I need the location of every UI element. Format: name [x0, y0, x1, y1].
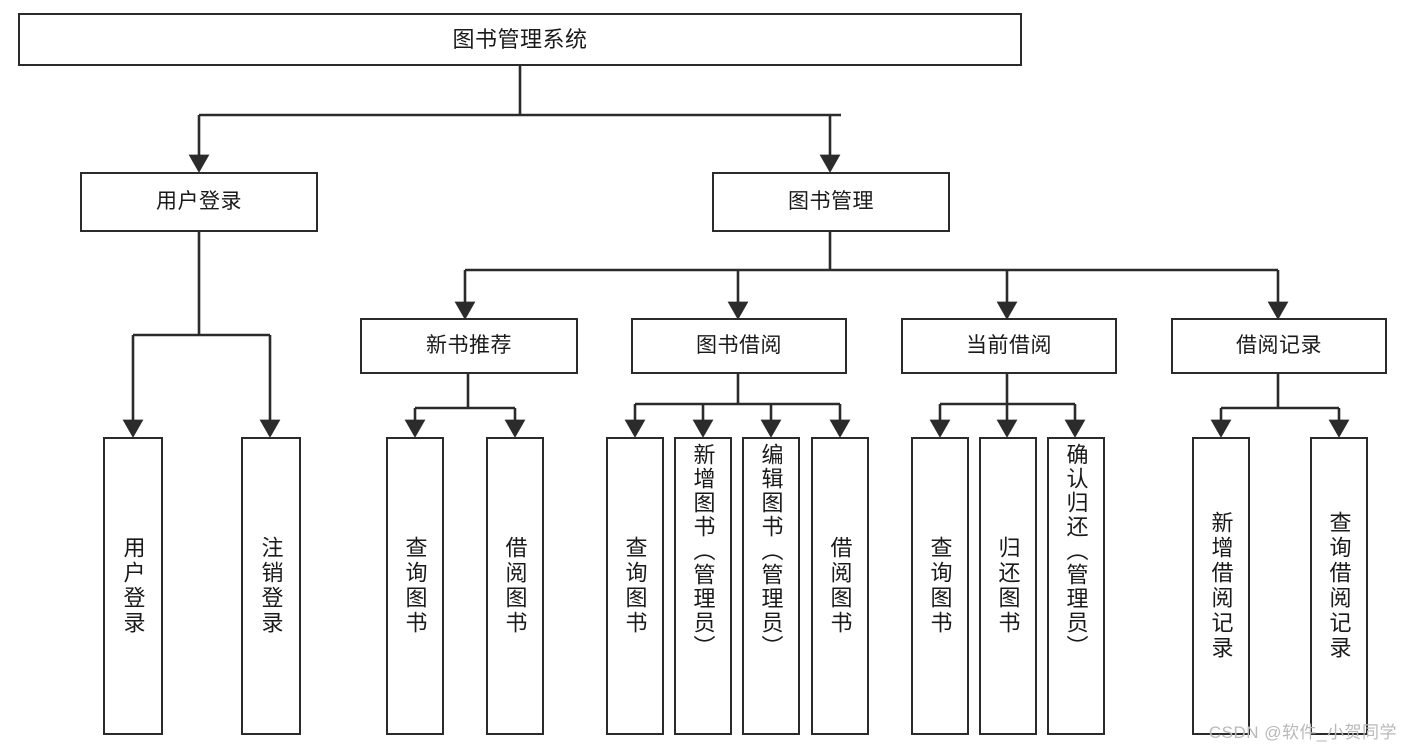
- node-label: 查询图书: [402, 536, 428, 636]
- node-label: 新增图书（管理员）: [690, 443, 716, 659]
- node-label: 用户登录: [120, 536, 146, 636]
- leaf-borrow-edit-book-admin[interactable]: 编辑图书（管理员）: [742, 437, 800, 735]
- leaf-borrow-add-book-admin[interactable]: 新增图书（管理员）: [674, 437, 732, 735]
- node-label: 图书管理系统: [452, 26, 588, 52]
- leaf-record-query-borrow-record[interactable]: 查询借阅记录: [1310, 437, 1368, 735]
- leaf-current-query-book[interactable]: 查询图书: [911, 437, 969, 735]
- node-label: 归还图书: [995, 536, 1021, 636]
- leaf-current-return-book[interactable]: 归还图书: [979, 437, 1037, 735]
- node-label: 用户登录: [156, 189, 242, 213]
- node-label: 编辑图书（管理员）: [758, 443, 784, 659]
- node-label: 查询图书: [622, 536, 648, 636]
- node-label: 图书管理: [788, 189, 874, 213]
- leaf-borrow-query-book[interactable]: 查询图书: [606, 437, 664, 735]
- node-borrow-record[interactable]: 借阅记录: [1171, 318, 1387, 374]
- node-label: 图书借阅: [696, 333, 782, 357]
- node-current-borrow[interactable]: 当前借阅: [901, 318, 1117, 374]
- node-label: 新增借阅记录: [1208, 511, 1234, 661]
- node-new-book-recommend[interactable]: 新书推荐: [360, 318, 578, 374]
- leaf-recommend-query-book[interactable]: 查询图书: [386, 437, 444, 735]
- leaf-borrow-borrow-book[interactable]: 借阅图书: [811, 437, 869, 735]
- node-label: 查询图书: [927, 536, 953, 636]
- node-label: 查询借阅记录: [1326, 511, 1352, 661]
- node-label: 确认归还（管理员）: [1063, 443, 1089, 659]
- leaf-record-add-borrow-record[interactable]: 新增借阅记录: [1192, 437, 1250, 735]
- node-label: 借阅记录: [1236, 333, 1322, 357]
- leaf-current-confirm-return-admin[interactable]: 确认归还（管理员）: [1047, 437, 1105, 735]
- node-book-borrow[interactable]: 图书借阅: [631, 318, 847, 374]
- node-label: 注销登录: [258, 536, 284, 636]
- node-label: 新书推荐: [426, 333, 512, 357]
- leaf-user-login[interactable]: 用户登录: [103, 437, 163, 735]
- watermark: CSDN @软件_小贺同学: [1208, 723, 1397, 742]
- node-label: 借阅图书: [502, 536, 528, 636]
- node-user-login[interactable]: 用户登录: [80, 172, 318, 232]
- node-root-system[interactable]: 图书管理系统: [18, 13, 1022, 66]
- leaf-recommend-borrow-book[interactable]: 借阅图书: [486, 437, 544, 735]
- leaf-logout[interactable]: 注销登录: [241, 437, 301, 735]
- node-label: 当前借阅: [966, 333, 1052, 357]
- node-book-management[interactable]: 图书管理: [712, 172, 950, 232]
- node-label: 借阅图书: [827, 536, 853, 636]
